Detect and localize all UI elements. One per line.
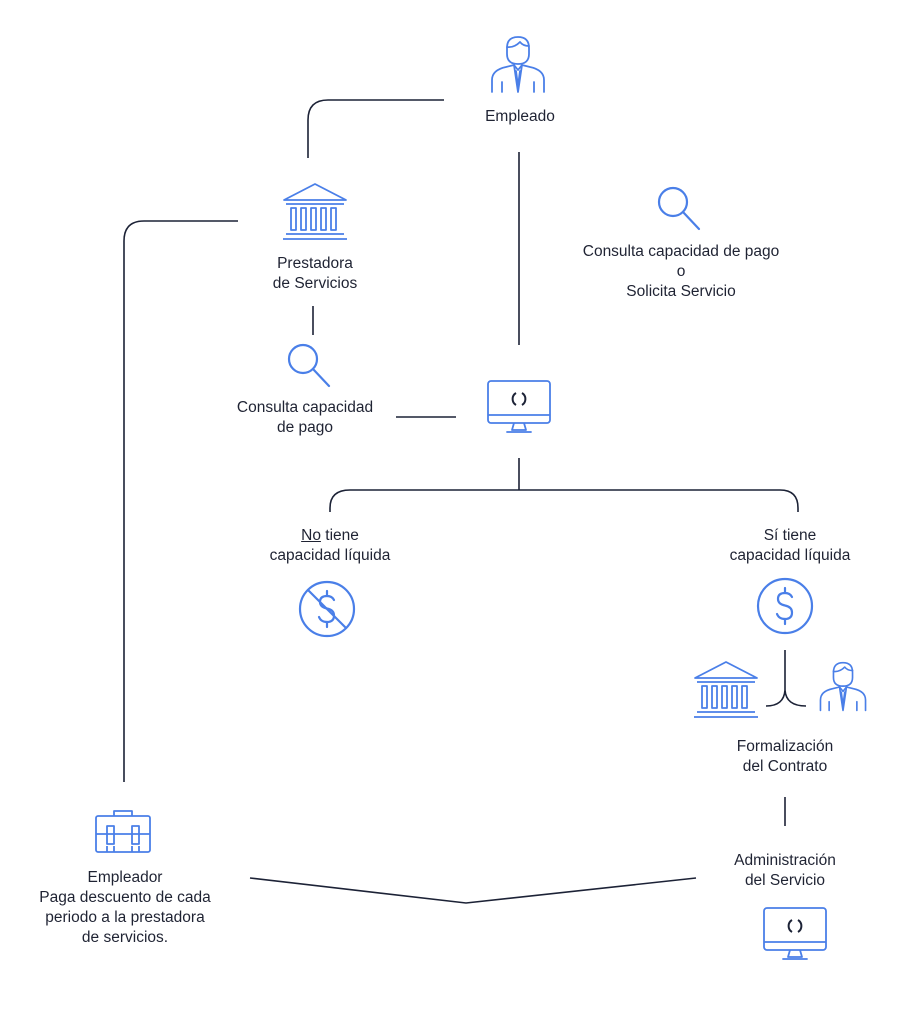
bank-icon xyxy=(282,182,348,242)
monitor-icon xyxy=(486,379,552,435)
employee-icon xyxy=(488,34,548,96)
empleador-label: Empleador Paga descuento de cada periodo… xyxy=(39,869,211,946)
connector-branch xyxy=(329,489,799,512)
briefcase-icon xyxy=(94,808,152,854)
connector-dollar-formalizacion xyxy=(765,650,807,707)
bank-icon xyxy=(693,660,759,720)
monitor-icon xyxy=(762,906,828,962)
consulta-label: Consulta capacidad de pago xyxy=(236,399,374,436)
prestadora-label: Prestadora de Servicios xyxy=(272,255,358,292)
search-icon xyxy=(285,342,333,390)
administracion-label: Administración del Servicio xyxy=(734,852,836,889)
formalizacion-label: Formalización del Contrato xyxy=(736,738,834,775)
dollar-icon xyxy=(755,576,815,636)
connector-empleado-prestadora xyxy=(307,99,444,158)
empleado-label: Empleado xyxy=(485,108,555,125)
search-icon xyxy=(655,185,703,233)
no-tiene-label: No tiene capacidad líquida xyxy=(269,527,391,564)
connector-prestadora-empleador xyxy=(123,220,238,782)
connector-empleador-administracion xyxy=(249,877,697,904)
employee-icon xyxy=(817,656,869,718)
no-tiene-rest: tiene xyxy=(320,527,359,544)
consulta-solicita-label: Consulta capacidad de pago o Solicita Se… xyxy=(582,243,780,300)
si-tiene-label: Sí tiene capacidad líquida xyxy=(729,527,851,564)
no-dollar-icon xyxy=(297,579,357,639)
no-underlined: No xyxy=(301,527,321,544)
